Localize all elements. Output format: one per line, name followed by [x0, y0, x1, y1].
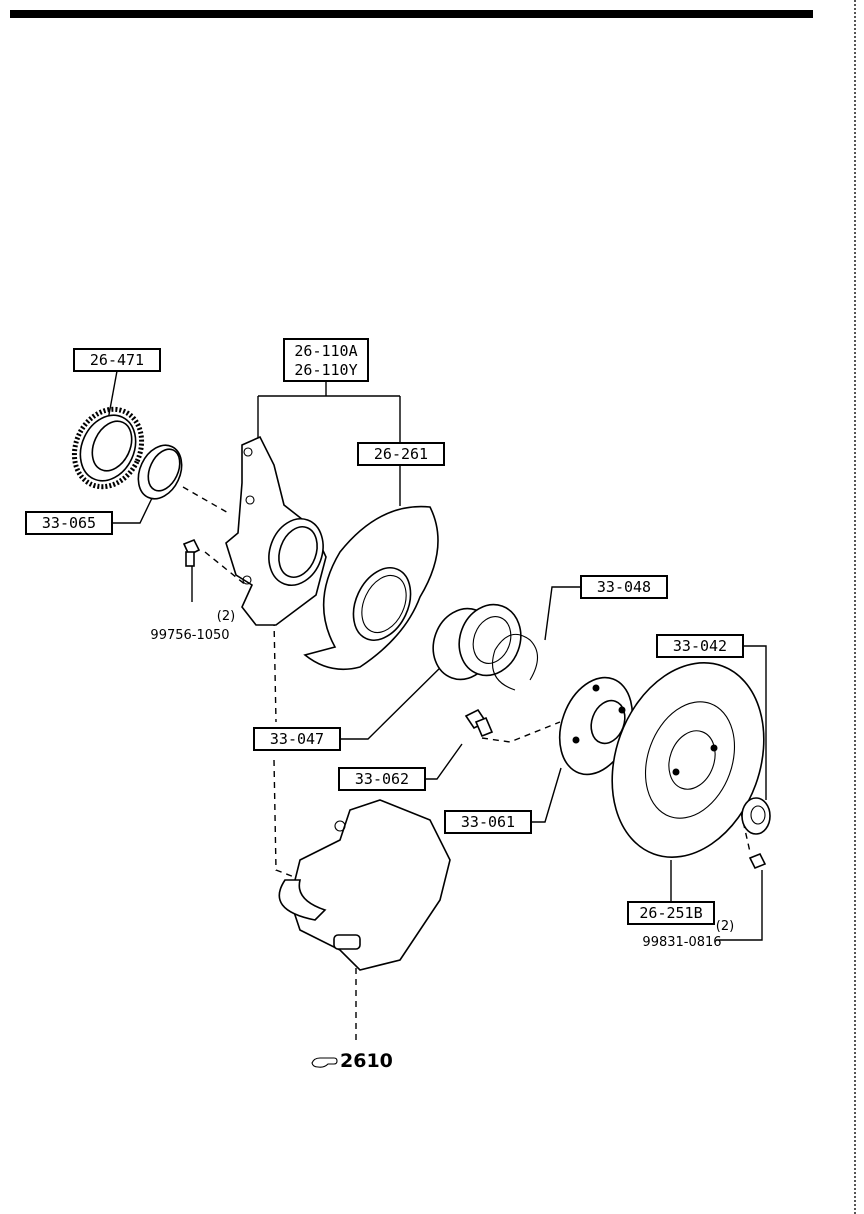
- part-number: 33-065: [42, 514, 96, 532]
- part-number-a: 26-110A: [294, 342, 357, 360]
- callout-33-065[interactable]: 33-065: [25, 511, 113, 535]
- callout-33-048[interactable]: 33-048: [580, 575, 668, 599]
- part-number: 33-048: [597, 578, 651, 596]
- reference-label: 2610: [340, 1050, 393, 1072]
- callout-33-042[interactable]: 33-042: [656, 634, 744, 658]
- bolt-label-99831[interactable]: (2) 99831-0816: [642, 919, 734, 950]
- hub-bolt[interactable]: [464, 708, 494, 738]
- dust-shield[interactable]: [303, 505, 439, 671]
- brake-caliper[interactable]: [278, 799, 451, 971]
- callout-26-110[interactable]: 26-110A 26-110Y: [283, 338, 369, 382]
- part-number: 26-471: [90, 351, 144, 369]
- callout-33-061[interactable]: 33-061: [444, 810, 532, 834]
- leader-lines: [107, 370, 767, 941]
- bolt-qty: (2): [217, 609, 235, 624]
- pointing-hand-icon: [311, 1057, 338, 1068]
- header-rule: [10, 10, 813, 18]
- part-number: 33-061: [461, 813, 515, 831]
- bolt-qty: (2): [716, 919, 734, 934]
- bolt-code: 99756-1050: [150, 628, 229, 643]
- brake-disc[interactable]: [586, 641, 790, 878]
- callout-33-047[interactable]: 33-047: [253, 727, 341, 751]
- abs-sensor-ring[interactable]: [62, 398, 154, 498]
- part-number-y: 26-110Y: [294, 361, 357, 379]
- callout-26-261[interactable]: 26-261: [357, 442, 445, 466]
- callout-26-251b[interactable]: 26-251B: [627, 901, 715, 925]
- part-number: 33-047: [270, 730, 324, 748]
- callout-26-471[interactable]: 26-471: [73, 348, 161, 372]
- part-number: 26-261: [374, 445, 428, 463]
- knuckle-bolt[interactable]: [182, 538, 201, 567]
- bolt-label-99756[interactable]: (2) 99756-1050: [150, 609, 235, 643]
- wheel-bearing[interactable]: [423, 596, 530, 688]
- reference-2610[interactable]: 2610: [311, 1050, 393, 1072]
- disc-screw[interactable]: [748, 852, 767, 870]
- dust-seal[interactable]: [130, 438, 190, 506]
- steering-knuckle[interactable]: [225, 435, 332, 626]
- snap-ring[interactable]: [491, 633, 539, 691]
- part-number: 33-062: [355, 770, 409, 788]
- hub-nut[interactable]: [741, 797, 771, 835]
- callout-33-062[interactable]: 33-062: [338, 767, 426, 791]
- part-number: 26-251B: [639, 904, 702, 922]
- bolt-code: 99831-0816: [642, 935, 721, 950]
- part-number: 33-042: [673, 637, 727, 655]
